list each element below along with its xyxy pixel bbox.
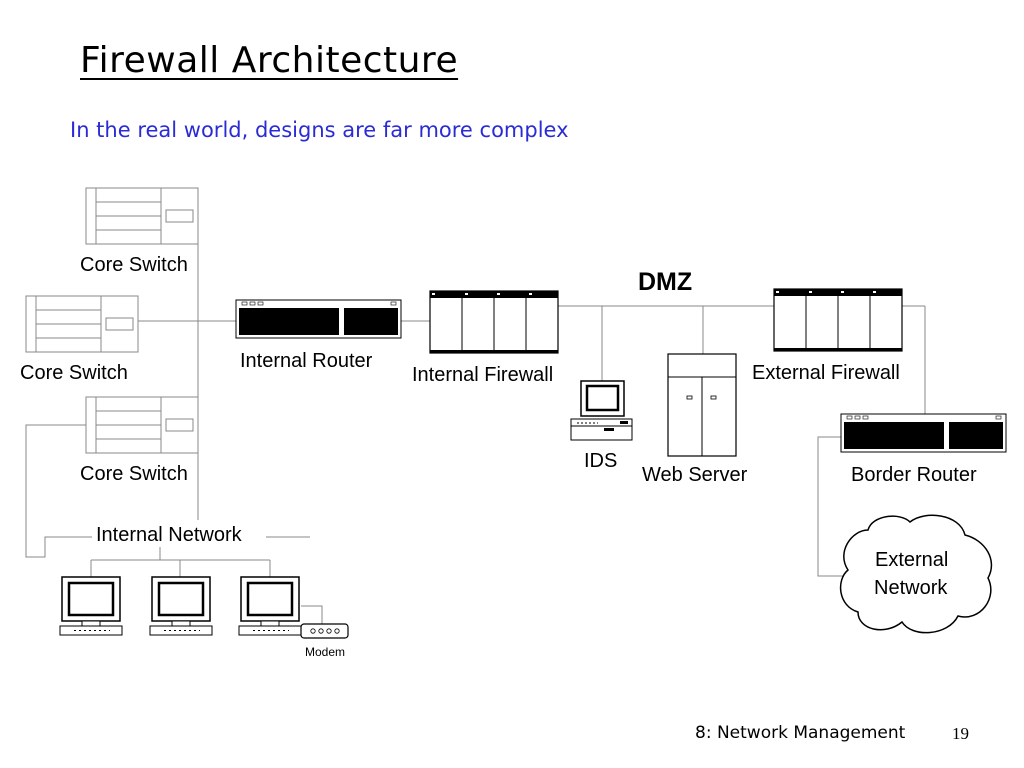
dmz-label: DMZ [638,268,693,296]
border-router-icon [840,413,1007,453]
web-server-label: Web Server [642,464,748,486]
core-switch-1-label: Core Switch [80,254,188,276]
internal-router-label: Internal Router [240,350,373,372]
external-firewall-label: External Firewall [752,362,900,384]
web-server-icon [667,353,737,457]
ids-workstation-icon [570,380,633,441]
internal-firewall-label: Internal Firewall [412,364,554,386]
internal-pc-1-icon [58,575,124,637]
ids-label: IDS [584,450,618,472]
slide-footer: 8: Network Management [695,723,906,743]
modem-label: Modem [305,645,346,659]
internal-pc-2-icon [148,575,214,637]
core-switch-3-label: Core Switch [80,463,188,485]
border-router-label: Border Router [851,464,977,486]
slide-title: Firewall Architecture [80,40,459,81]
internal-pc-3-icon [237,575,303,637]
modem-icon [300,623,349,639]
core-switch-1-icon [85,187,199,245]
internal-router-icon [235,299,402,339]
internal-network-label: Internal Network [96,524,242,547]
external-network-label-line1: External [875,549,949,571]
internal-firewall-icon [429,290,559,354]
core-switch-2-icon [25,295,139,353]
core-switch-2-label: Core Switch [20,362,128,384]
external-firewall-icon [773,288,903,352]
slide-subtitle: In the real world, designs are far more … [70,118,569,142]
external-network-label-line2: Network [874,577,948,599]
core-switch-3-icon [85,396,199,454]
page-number: 19 [952,724,969,743]
external-network-cloud-icon [839,514,993,634]
